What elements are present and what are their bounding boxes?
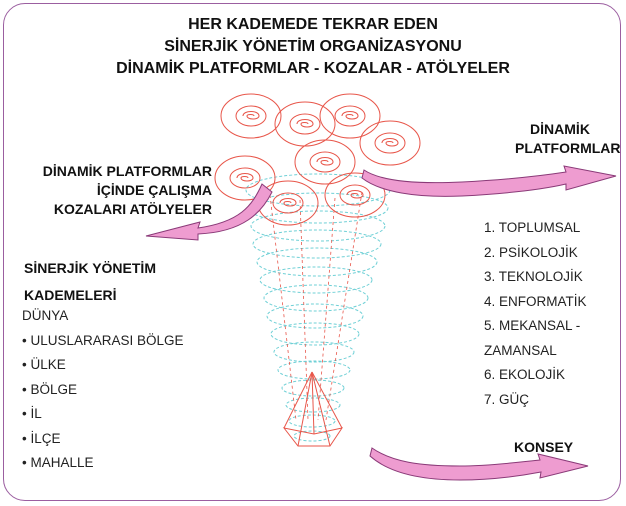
left-label-line-1: DİNAMİK PLATFORMLAR bbox=[22, 162, 212, 181]
level-item: • ÜLKE bbox=[22, 353, 184, 378]
level-item: • İLÇE bbox=[22, 427, 184, 452]
platforms-list: 1. TOPLUMSAL 2. PSİKOLOJİK 3. TEKNOLOJİK… bbox=[484, 216, 587, 412]
right-label-line-2: PLATFORMLAR bbox=[515, 139, 605, 158]
right-label: DİNAMİK PLATFORMLAR bbox=[515, 120, 605, 158]
levels-title: SİNERJİK YÖNETİM KADEMELERİ bbox=[24, 255, 156, 309]
platform-item: 6. EKOLOJİK bbox=[484, 363, 587, 388]
cocoon-cluster bbox=[215, 94, 420, 225]
right-top-arrow bbox=[362, 166, 616, 196]
levels-list: DÜNYA • ULUSLARARASI BÖLGE • ÜLKE • BÖLG… bbox=[22, 304, 184, 476]
right-label-line-1: DİNAMİK bbox=[515, 120, 605, 139]
platform-item: ZAMANSAL bbox=[484, 339, 587, 364]
levels-title-line-1: SİNERJİK YÖNETİM bbox=[24, 255, 156, 282]
platform-item: 4. ENFORMATİK bbox=[484, 290, 587, 315]
left-label: DİNAMİK PLATFORMLAR İÇİNDE ÇALIŞMA KOZAL… bbox=[22, 162, 212, 219]
spiral-cone bbox=[246, 174, 390, 441]
level-item: DÜNYA bbox=[22, 304, 184, 329]
konsey-pyramid bbox=[284, 372, 342, 446]
level-item: • BÖLGE bbox=[22, 378, 184, 403]
level-item: • MAHALLE bbox=[22, 451, 184, 476]
platform-item: 2. PSİKOLOJİK bbox=[484, 241, 587, 266]
left-label-line-2: İÇİNDE ÇALIŞMA bbox=[22, 181, 212, 200]
level-item: • İL bbox=[22, 402, 184, 427]
level-item: • ULUSLARARASI BÖLGE bbox=[22, 329, 184, 354]
konsey-label: KONSEY bbox=[514, 438, 573, 457]
platform-item: 1. TOPLUMSAL bbox=[484, 216, 587, 241]
cone-lines bbox=[270, 192, 362, 420]
platform-item: 5. MEKANSAL - bbox=[484, 314, 587, 339]
platform-item: 3. TEKNOLOJİK bbox=[484, 265, 587, 290]
platform-item: 7. GÜÇ bbox=[484, 388, 587, 413]
left-label-line-3: KOZALARI ATÖLYELER bbox=[22, 200, 212, 219]
